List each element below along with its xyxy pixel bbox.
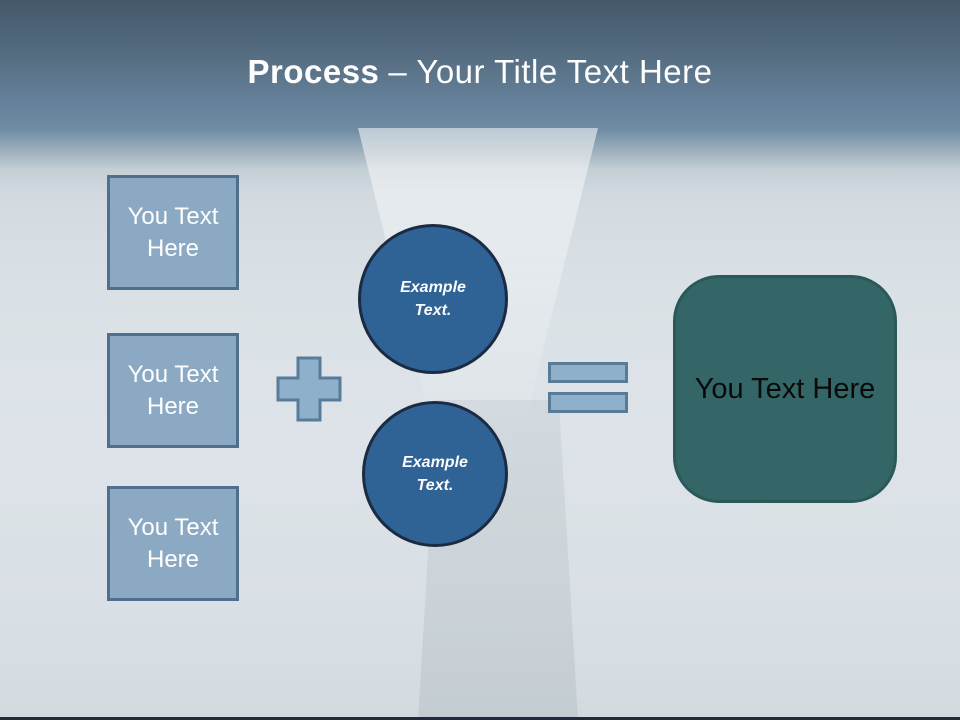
plus-icon-shape bbox=[276, 356, 342, 422]
input-box-1-label: You Text Here bbox=[127, 202, 219, 262]
example-circle-2: Example Text. bbox=[362, 401, 508, 547]
slide-title: Process– Your Title Text Here bbox=[0, 53, 960, 90]
title-subtitle: – Your Title Text Here bbox=[388, 53, 713, 90]
input-box-1: You Text Here bbox=[107, 175, 239, 290]
input-box-2: You Text Here bbox=[107, 333, 239, 448]
input-box-3: You Text Here bbox=[107, 486, 239, 601]
plus-icon bbox=[276, 356, 342, 422]
title-keyword: Process bbox=[247, 53, 380, 90]
example-circle-1-label: Example Text. bbox=[400, 278, 466, 319]
example-circle-1: Example Text. bbox=[358, 224, 508, 374]
equals-bar-top bbox=[548, 362, 628, 383]
input-box-3-label: You Text Here bbox=[127, 513, 219, 573]
input-box-2-label: You Text Here bbox=[127, 360, 219, 420]
result-box: You Text Here bbox=[673, 275, 897, 503]
bottom-edge-bar bbox=[0, 717, 960, 720]
equals-bar-bottom bbox=[548, 392, 628, 413]
equals-icon bbox=[548, 362, 628, 413]
example-circle-2-label: Example Text. bbox=[402, 453, 468, 494]
result-box-label: You Text Here bbox=[694, 372, 876, 405]
